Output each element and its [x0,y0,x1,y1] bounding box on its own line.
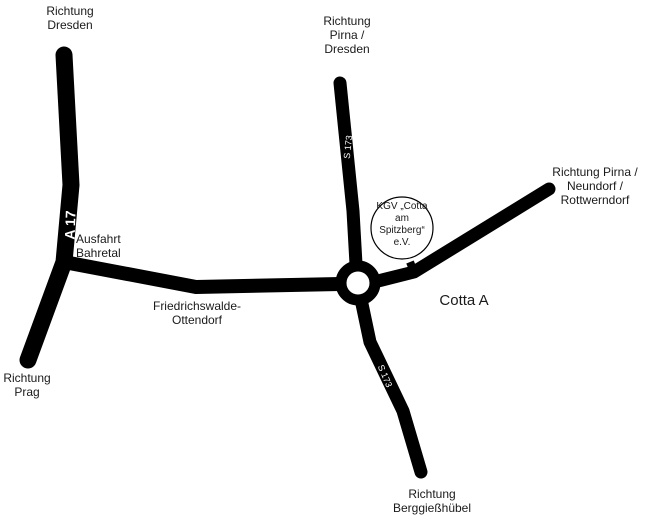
label-friedrichswalde-ottendorf: Friedrichswalde- Ottendorf [152,299,242,327]
label-cotta-a: Cotta A [439,292,489,309]
road-s173-north [333,76,363,271]
road-label-a17: A 17 [61,210,78,240]
label-richtung-pirna-neundorf: Richtung Pirna / Neundorf / Rottwerndorf [552,165,638,207]
road-label-s173-north: S 173 [342,135,354,159]
label-richtung-pirna-dresden: Richtung Pirna / Dresden [323,14,371,56]
kgv-cotta-label: KGV „Cotta am Spitzberg“ e.V. [376,201,428,248]
label-richtung-prag: Richtung Prag [3,371,51,399]
road-label-s173-south: S 173 [376,363,394,389]
kgv-marker-circle [370,196,434,260]
road-friedrichswalde [57,255,347,294]
label-richtung-berggiesshuebel: Richtung Berggießhübel [392,487,472,515]
roundabout [335,260,381,306]
label-ausfahrt-bahretal: Ausfahrt Bahretal [76,232,121,260]
road-s173-south [355,297,428,479]
road-kgv-spur [406,260,418,274]
road-a17 [19,46,80,369]
label-richtung-dresden: Richtung Dresden [46,4,94,32]
